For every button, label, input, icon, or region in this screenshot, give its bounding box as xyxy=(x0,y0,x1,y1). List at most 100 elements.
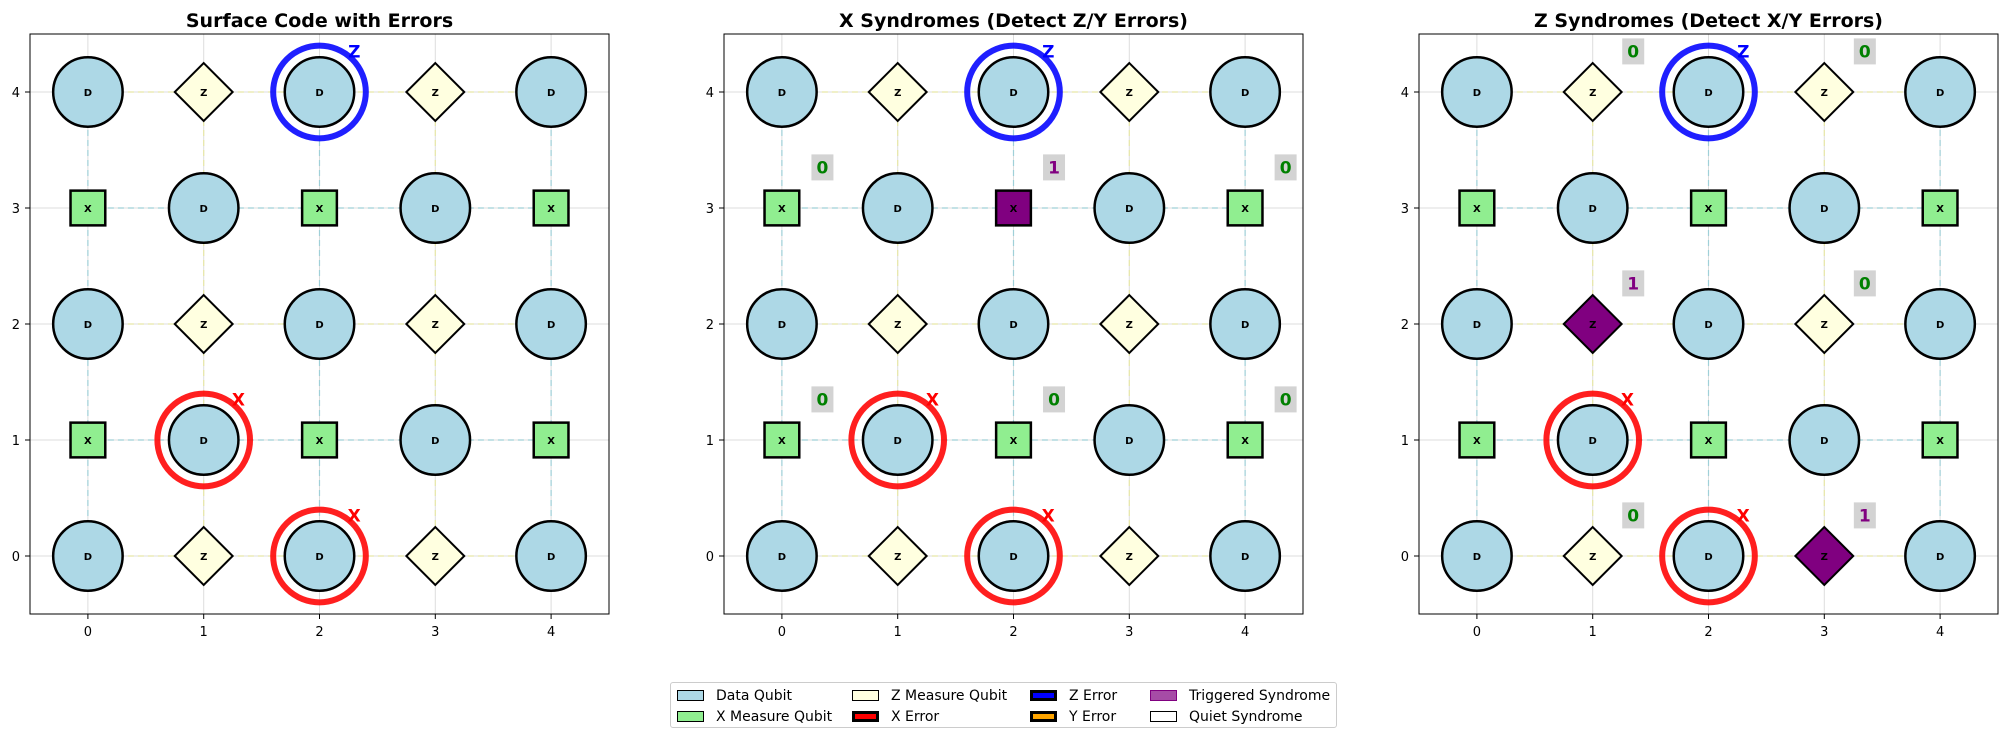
x-tick-label: 4 xyxy=(547,625,555,640)
x-tick-label: 4 xyxy=(1936,625,1944,640)
error-label: X xyxy=(348,506,361,526)
data-qubit xyxy=(283,56,356,128)
data-qubit xyxy=(1788,404,1861,476)
legend-item: Y Error xyxy=(1030,706,1150,727)
qubit-label: D xyxy=(778,88,786,99)
y-tick-label: 0 xyxy=(12,550,20,565)
y-tick-label: 2 xyxy=(1401,318,1409,333)
qubit-label: X xyxy=(1010,436,1018,447)
qubit-label: Z xyxy=(894,320,901,331)
qubit-label: Z xyxy=(1589,552,1596,563)
x-tick-label: 4 xyxy=(1241,625,1249,640)
qubit-label: X xyxy=(84,436,92,447)
x-tick-label: 1 xyxy=(894,625,902,640)
qubit-label: X xyxy=(1936,204,1944,215)
legend-item: Triggered Syndrome xyxy=(1150,685,1330,706)
x-tick-label: 3 xyxy=(1125,625,1133,640)
z-measure-qubit xyxy=(173,525,235,587)
data-qubit xyxy=(1093,172,1166,244)
x-tick-label: 2 xyxy=(315,625,323,640)
qubit-label: Z xyxy=(200,320,207,331)
x-tick-label: 0 xyxy=(1473,625,1481,640)
qubit-label: Z xyxy=(432,552,439,563)
qubit-label: D xyxy=(84,88,92,99)
qubit-label: X xyxy=(1010,204,1018,215)
x-measure-qubit xyxy=(1458,421,1496,459)
syndrome-box xyxy=(1274,154,1297,181)
syndrome-box xyxy=(811,386,834,413)
syndrome-value: 0 xyxy=(1048,390,1060,410)
qubit-label: D xyxy=(894,204,902,215)
error-label: Z xyxy=(348,42,360,62)
z-measure-qubit xyxy=(173,293,235,355)
x-measure-qubit xyxy=(994,421,1033,459)
syndrome-box xyxy=(1274,386,1297,413)
qubit-label: Z xyxy=(200,552,207,563)
qubit-label: D xyxy=(1820,436,1828,447)
syndrome-value: 0 xyxy=(1280,390,1292,410)
syndrome-box xyxy=(1043,386,1066,413)
error-label: X xyxy=(232,390,245,410)
data-qubit xyxy=(745,520,818,592)
x-measure-qubit xyxy=(1458,189,1496,227)
qubit-label: Z xyxy=(1589,88,1596,99)
qubit-label: X xyxy=(84,204,92,215)
z-measure-qubit xyxy=(1793,61,1855,123)
x-measure-qubit xyxy=(763,189,801,227)
syndrome-value: 0 xyxy=(1627,506,1639,526)
y-tick-label: 1 xyxy=(706,434,714,449)
chart-title: Z Syndromes (Detect X/Y Errors) xyxy=(1534,10,1883,32)
qubit-label: Z xyxy=(1821,320,1828,331)
data-qubit xyxy=(283,520,356,592)
qubit-label: Z xyxy=(1126,88,1133,99)
data-qubit xyxy=(1440,520,1513,592)
error-ring-z xyxy=(1659,42,1758,142)
legend-item: Z Measure Qubit xyxy=(852,685,1030,706)
qubit-label: X xyxy=(778,204,786,215)
syndrome-value: 1 xyxy=(1859,506,1871,526)
legend-swatch xyxy=(1030,711,1057,722)
data-qubit xyxy=(1556,172,1629,244)
qubit-label: Z xyxy=(432,320,439,331)
qubit-label: Z xyxy=(1821,88,1828,99)
z-measure-qubit xyxy=(1562,61,1624,123)
data-qubit xyxy=(977,288,1050,360)
qubit-label: D xyxy=(1704,320,1712,331)
error-label: X xyxy=(926,390,939,410)
x-measure-qubit xyxy=(300,189,339,227)
qubit-label: D xyxy=(1820,204,1828,215)
z-measure-qubit-triggered xyxy=(1562,293,1624,355)
data-qubit xyxy=(167,172,240,244)
qubit-label: D xyxy=(1589,204,1597,215)
y-tick-label: 2 xyxy=(706,318,714,333)
qubit-label: D xyxy=(1936,320,1944,331)
z-measure-qubit xyxy=(404,525,466,587)
syndrome-box xyxy=(1853,270,1876,297)
qubit-label: X xyxy=(316,436,324,447)
data-qubit xyxy=(515,288,588,360)
chart-panel-3: Z Syndromes (Detect X/Y Errors) D Z D Z D X D X D… xyxy=(1401,10,1999,640)
data-qubit xyxy=(167,404,240,476)
legend-item: Data Qubit xyxy=(677,685,852,706)
z-measure-qubit xyxy=(404,61,466,123)
legend-swatch xyxy=(852,711,879,722)
x-measure-qubit xyxy=(1921,421,1959,459)
legend-swatch xyxy=(677,690,704,701)
qubit-label: D xyxy=(200,204,208,215)
qubit-label: X xyxy=(1936,436,1944,447)
x-measure-qubit xyxy=(69,189,107,227)
z-measure-qubit xyxy=(1793,293,1855,355)
syndrome-value: 1 xyxy=(1627,274,1639,294)
data-qubit xyxy=(745,56,818,128)
syndrome-box xyxy=(1853,38,1876,65)
qubit-label: X xyxy=(547,436,555,447)
legend-item: Quiet Syndrome xyxy=(1150,706,1330,727)
x-measure-qubit xyxy=(300,421,339,459)
data-qubit xyxy=(745,288,818,360)
qubit-label: D xyxy=(1936,88,1944,99)
y-tick-label: 0 xyxy=(706,550,714,565)
qubit-label: D xyxy=(315,552,323,563)
y-tick-label: 4 xyxy=(706,86,714,101)
data-qubit xyxy=(1209,288,1282,360)
